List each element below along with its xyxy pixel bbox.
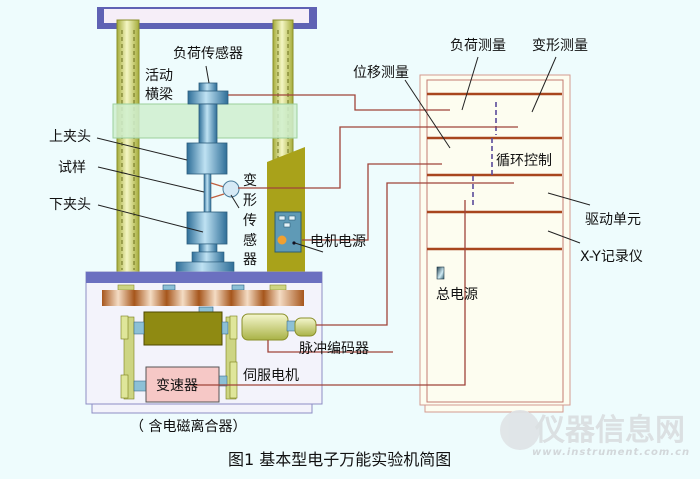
- main-power-switch-icon: [436, 266, 445, 280]
- watermark-url: www.instrument.com.cn: [532, 447, 690, 458]
- upper-grip: [186, 142, 228, 175]
- load-train: [175, 82, 240, 273]
- label-displacement-measurement: 位移测量: [353, 65, 409, 81]
- label-extensometer-1: 变: [243, 173, 257, 189]
- label-load-cell: 负荷传感器: [173, 45, 243, 62]
- label-extensometer-2: 形: [243, 193, 257, 209]
- label-specimen: 试样: [58, 160, 86, 176]
- label-main-power: 总电源: [436, 287, 478, 303]
- label-xy-recorder: X-Y记录仪: [580, 249, 643, 265]
- label-clutch-note: （ 含电磁离合器）: [130, 418, 246, 435]
- watermark-logo-icon: [500, 410, 540, 450]
- watermark-logo-text: 仪器信息网: [534, 413, 685, 448]
- power-indicator-icon: [277, 235, 287, 245]
- label-deformation-measurement: 变形测量: [532, 38, 588, 54]
- watermark: 仪器信息网 www.instrument.com.cn: [500, 410, 690, 458]
- label-load-measurement: 负荷测量: [450, 38, 506, 54]
- extensometer: [222, 180, 240, 198]
- label-crosshead-line2: 横梁: [145, 87, 173, 103]
- label-pulse-encoder: 脉冲编码器: [299, 341, 369, 357]
- lower-grip: [186, 211, 228, 245]
- servo-motor: [241, 313, 289, 341]
- control-tower: [267, 147, 305, 272]
- label-motor-power: 电机电源: [310, 234, 366, 250]
- clutch-block: [143, 311, 223, 346]
- label-lower-grip: 下夹头: [49, 197, 91, 213]
- control-cabinet: [419, 74, 571, 413]
- label-drive-unit: 驱动单元: [585, 212, 641, 228]
- signal-wires: [190, 94, 518, 386]
- pulse-encoder: [294, 317, 317, 337]
- figure-caption: 图1 基本型电子万能实验机简图: [228, 450, 451, 469]
- label-upper-grip: 上夹头: [49, 129, 91, 145]
- specimen: [203, 173, 212, 213]
- base-top-plate: [86, 272, 322, 283]
- label-extensometer-5: 器: [243, 252, 257, 268]
- label-servo-motor: 伺服电机: [243, 368, 299, 384]
- drive-gear: [102, 290, 304, 306]
- label-gearbox: 变速器: [156, 378, 198, 394]
- label-extensometer-3: 传: [243, 213, 257, 229]
- machine-base: [85, 271, 323, 414]
- label-crosshead-line1: 活动: [145, 68, 173, 84]
- leader-lines: [96, 56, 591, 253]
- label-extensometer-4: 感: [243, 232, 257, 249]
- label-cycle-control: 循环控制: [496, 153, 552, 169]
